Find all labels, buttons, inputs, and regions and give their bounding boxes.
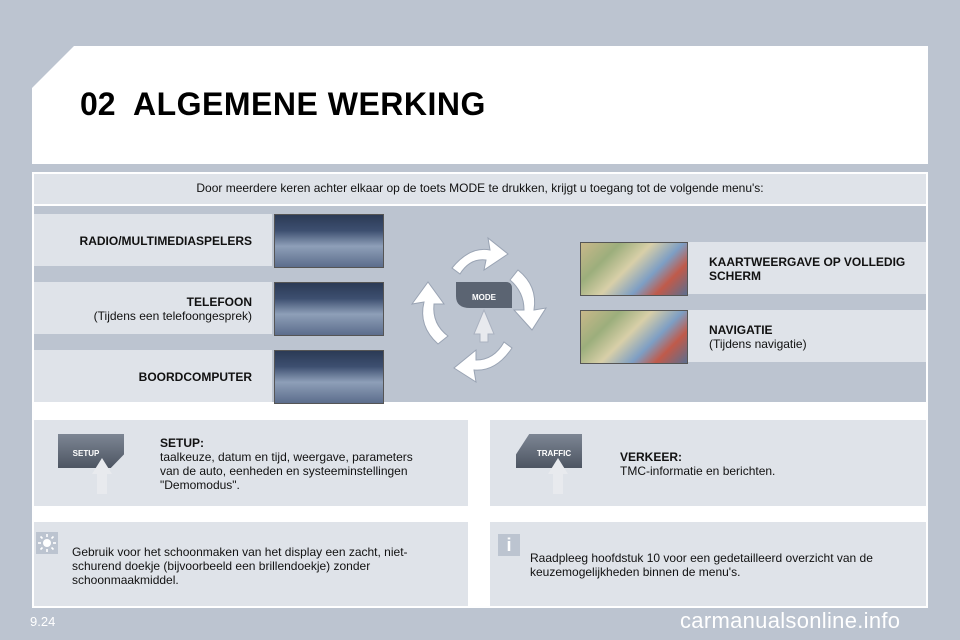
menu-label-radio: RADIO/MULTIMEDIASPELERS bbox=[34, 234, 252, 248]
setup-title: SETUP: bbox=[160, 436, 205, 450]
setup-press-arrow-stem bbox=[97, 474, 107, 494]
info-text: Raadpleeg hoofdstuk 10 voor een gedetail… bbox=[530, 551, 873, 579]
cycle-arrow-top-icon bbox=[451, 236, 509, 275]
menu-subtitle-telefoon: (Tijdens een telefoongesprek) bbox=[93, 309, 252, 323]
setup-text: taalkeuze, datum en tijd, weergave, para… bbox=[160, 450, 413, 492]
navigatie-screen-thumbnail bbox=[580, 310, 688, 364]
traffic-button-label: TRAFFIC bbox=[536, 449, 572, 458]
info-icon-glyph: i bbox=[506, 535, 512, 555]
setup-button-icon: SETUP bbox=[58, 434, 124, 468]
setup-description: SETUP: taalkeuze, datum en tijd, weergav… bbox=[160, 436, 430, 492]
info-icon: i bbox=[498, 534, 520, 556]
menu-title-telefoon: TELEFOON bbox=[186, 295, 252, 309]
menu-item-kaartweergave bbox=[688, 242, 926, 294]
menu-item-boordcomputer bbox=[34, 350, 272, 402]
menu-title-radio: RADIO/MULTIMEDIASPELERS bbox=[79, 234, 252, 248]
traffic-press-arrow-stem bbox=[553, 474, 563, 494]
sun-icon bbox=[36, 532, 58, 554]
menu-label-navigatie: NAVIGATIE (Tijdens navigatie) bbox=[709, 323, 921, 351]
mode-button-icon bbox=[456, 282, 512, 308]
mode-press-arrow-icon bbox=[473, 308, 495, 343]
setup-button-label: SETUP bbox=[72, 449, 100, 458]
mode-button-label: MODE bbox=[472, 293, 497, 302]
kaartweergave-screen-thumbnail bbox=[580, 242, 688, 296]
menu-item-telefoon bbox=[34, 282, 272, 334]
boordcomputer-screen-thumbnail bbox=[274, 350, 384, 404]
menu-title-navigatie: NAVIGATIE bbox=[709, 323, 773, 337]
telefoon-screen-thumbnail bbox=[274, 282, 384, 336]
traffic-title: VERKEER: bbox=[620, 450, 683, 464]
page-number: 9.24 bbox=[30, 614, 56, 629]
chapter-title: ALGEMENE WERKING bbox=[133, 86, 486, 122]
tip-text: Gebruik voor het schoonmaken van het dis… bbox=[72, 545, 408, 587]
menu-item-radio bbox=[34, 214, 272, 266]
traffic-description: VERKEER: TMC-informatie en berichten. bbox=[620, 450, 900, 478]
traffic-text: TMC-informatie en berichten. bbox=[620, 464, 776, 478]
menu-item-navigatie bbox=[688, 310, 926, 362]
setup-press-arrow-icon bbox=[92, 458, 112, 474]
menu-label-kaartweergave: KAARTWEERGAVE OP VOLLEDIG SCHERM bbox=[709, 255, 921, 283]
menu-title-boordcomputer: BOORDCOMPUTER bbox=[138, 370, 252, 384]
radio-screen-thumbnail bbox=[274, 214, 384, 268]
intro-box bbox=[34, 174, 926, 204]
mode-cycle-diagram: MODE bbox=[410, 236, 548, 384]
intro-text: Door meerdere keren achter elkaar op de … bbox=[196, 181, 764, 195]
menu-subtitle-navigatie: (Tijdens navigatie) bbox=[709, 337, 807, 351]
tip-box bbox=[34, 522, 468, 606]
menu-title-kaartweergave: KAARTWEERGAVE OP VOLLEDIG SCHERM bbox=[709, 255, 906, 283]
traffic-press-arrow-icon bbox=[548, 458, 568, 474]
cycle-arrow-bottom-icon bbox=[453, 341, 513, 384]
header-panel bbox=[32, 46, 928, 164]
menu-label-boordcomputer: BOORDCOMPUTER bbox=[34, 370, 252, 384]
menu-label-telefoon: TELEFOON (Tijdens een telefoongesprek) bbox=[34, 295, 252, 323]
chapter-number: 02 bbox=[80, 86, 116, 122]
info-box bbox=[490, 522, 926, 606]
watermark: carmanualsonline.info bbox=[680, 608, 901, 633]
cycle-arrow-left-icon bbox=[410, 281, 449, 345]
cycle-arrow-right-icon bbox=[509, 269, 548, 331]
cycle-arrows bbox=[410, 236, 548, 384]
